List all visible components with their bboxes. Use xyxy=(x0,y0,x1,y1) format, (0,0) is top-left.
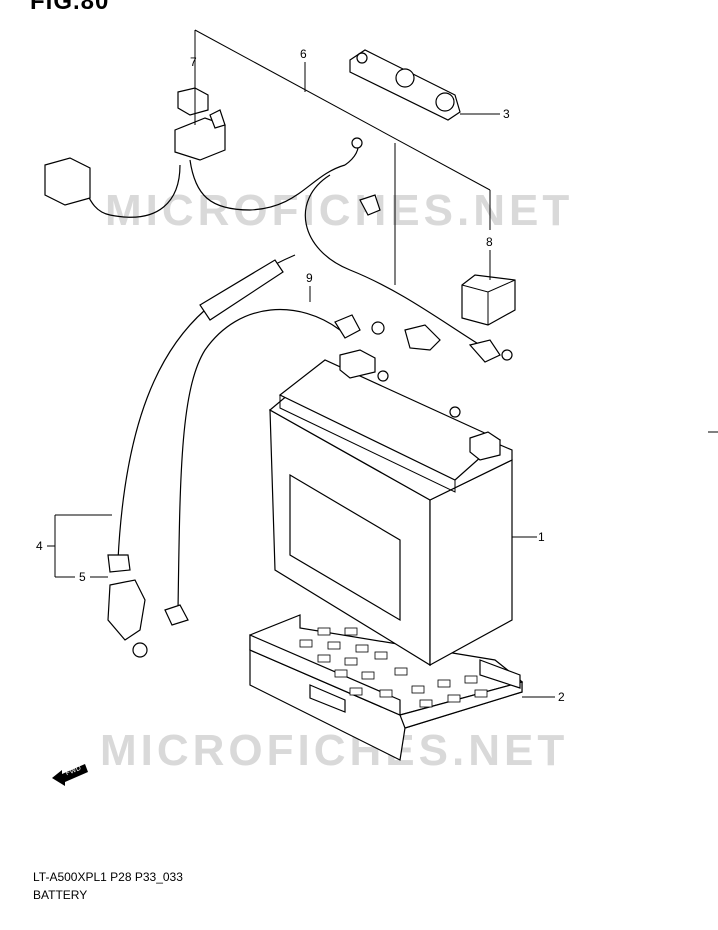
battery-minus-lead xyxy=(164,308,441,626)
terminal-cover xyxy=(461,274,516,326)
callout-7: 7 xyxy=(190,55,197,69)
battery-plus-lead xyxy=(107,254,296,658)
figure-title: FIG.80 xyxy=(30,0,110,15)
callout-3: 3 xyxy=(503,107,510,121)
callout-1: 1 xyxy=(538,530,545,544)
battery-tray xyxy=(249,614,524,761)
battery-band xyxy=(349,49,461,121)
callout-5: 5 xyxy=(79,570,86,584)
footer-code: LT-A500XPL1 P28 P33_033 xyxy=(33,870,183,884)
fuse-holder-harness xyxy=(44,109,513,363)
callout-8: 8 xyxy=(486,235,493,249)
battery xyxy=(268,349,513,667)
callout-9: 9 xyxy=(306,271,313,285)
callout-6: 6 xyxy=(300,47,307,61)
fuse xyxy=(177,87,209,116)
leader-lines xyxy=(47,29,555,698)
callout-4: 4 xyxy=(36,539,43,553)
footer-name: BATTERY xyxy=(33,888,88,902)
watermark-top: MICROFICHES.NET xyxy=(105,186,573,235)
callout-2: 2 xyxy=(558,690,565,704)
fwd-arrow-icon: FWD xyxy=(52,764,88,786)
watermark-bottom: MICROFICHES.NET xyxy=(100,726,568,775)
